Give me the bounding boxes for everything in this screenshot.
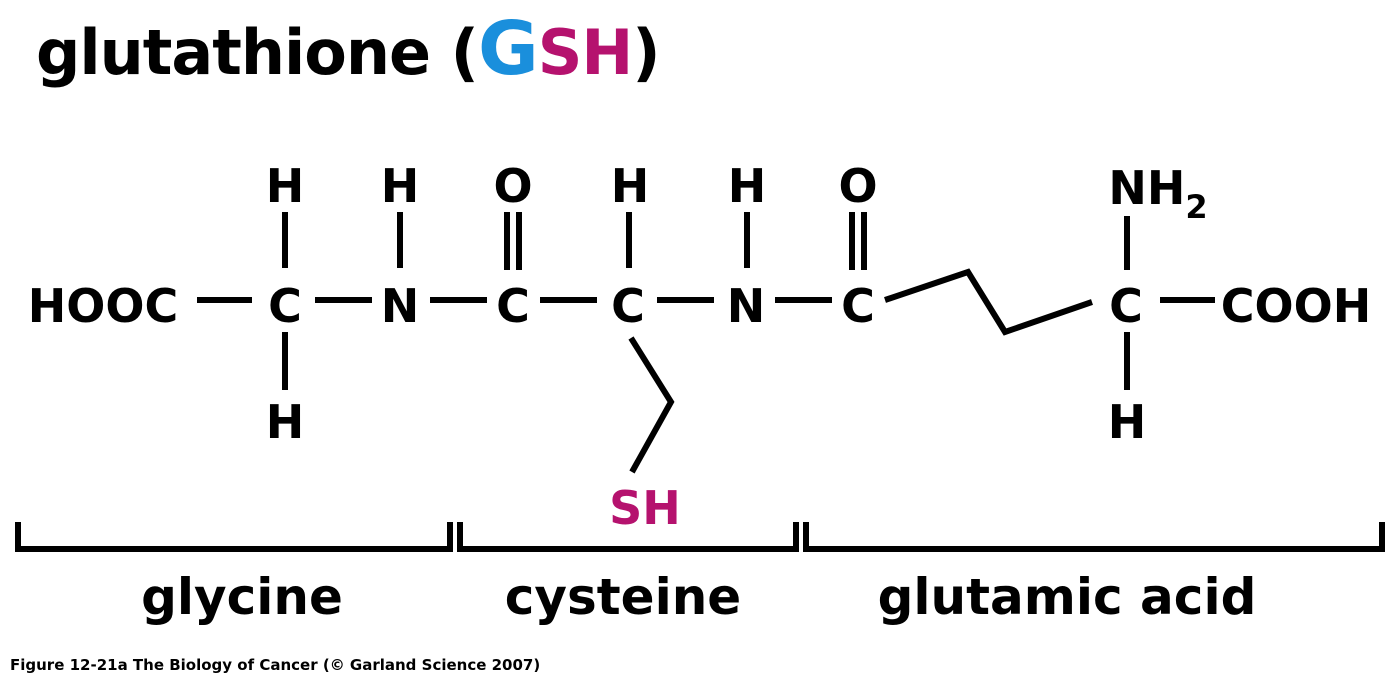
- bracket-glycine: [15, 522, 453, 552]
- atom-c4: C: [841, 279, 875, 333]
- title-text: glutathione (: [36, 16, 479, 89]
- atom-c2: C: [496, 279, 530, 333]
- bond-glutamate-chain: [884, 268, 1093, 336]
- label-cysteine: cysteine: [505, 568, 741, 626]
- atom-nh2: NH2: [1108, 161, 1207, 226]
- bracket-cysteine: [457, 522, 799, 552]
- bracket-glutamic-acid: [803, 522, 1385, 552]
- atom-labels: HOOC C N C C N C C COOH H H H O H H O H …: [28, 159, 1371, 535]
- atom-h-n2: H: [728, 159, 767, 213]
- bonds: [197, 212, 1215, 474]
- atom-h-c1-top: H: [266, 159, 305, 213]
- atom-sh: SH: [609, 481, 681, 535]
- atom-hooc: HOOC: [28, 279, 178, 333]
- label-glutamic-acid: glutamic acid: [878, 568, 1257, 626]
- atom-nh2-main: NH: [1108, 161, 1185, 215]
- atom-o-c2: O: [493, 159, 532, 213]
- atom-c3: C: [611, 279, 645, 333]
- atom-cooh: COOH: [1221, 279, 1371, 333]
- atom-c5: C: [1109, 279, 1143, 333]
- title-close: ): [632, 16, 660, 89]
- label-glycine: glycine: [141, 568, 343, 626]
- atom-h-c3: H: [611, 159, 650, 213]
- atom-h-c1-bottom: H: [266, 395, 305, 449]
- segment-labels: glycine cysteine glutamic acid: [141, 568, 1256, 626]
- atom-o-c4: O: [838, 159, 877, 213]
- atom-n2: N: [727, 279, 766, 333]
- brackets: [15, 522, 1385, 552]
- title-g: G: [477, 6, 539, 92]
- figure-caption: Figure 12-21a The Biology of Cancer (© G…: [10, 656, 541, 674]
- atom-h-n1: H: [381, 159, 420, 213]
- bond-cysteine-sidechain: [628, 336, 675, 474]
- atom-nh2-subscript: 2: [1185, 188, 1207, 226]
- atom-n1: N: [381, 279, 420, 333]
- diagram-title: glutathione (GSH): [36, 6, 661, 92]
- title-sh: SH: [537, 16, 634, 89]
- atom-h-c5-bottom: H: [1108, 395, 1147, 449]
- atom-c1: C: [268, 279, 302, 333]
